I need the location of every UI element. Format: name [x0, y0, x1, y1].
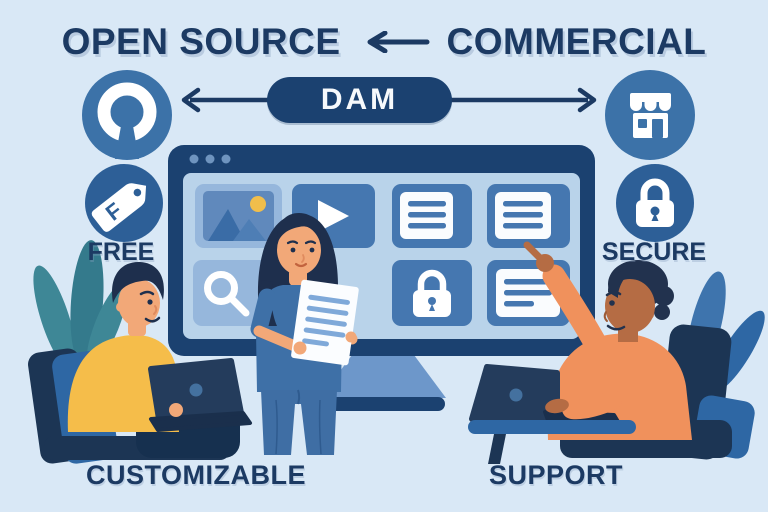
dam-badge-label: DAM	[320, 83, 399, 116]
padlock-icon	[616, 164, 694, 242]
page-title: OPEN SOURCE COMMERCIAL	[0, 21, 768, 63]
title-open-source: OPEN SOURCE	[61, 21, 341, 62]
title-commercial: COMMERCIAL	[446, 21, 707, 62]
support-label: SUPPORT	[488, 460, 624, 490]
price-tag-icon: F	[85, 164, 163, 242]
hand	[293, 341, 307, 355]
tile-search	[193, 260, 275, 326]
woman-holding-document	[250, 213, 359, 455]
man-pointing	[468, 241, 732, 464]
window-dot	[221, 154, 231, 164]
pants	[261, 390, 337, 455]
tile-document	[392, 184, 472, 248]
play-icon	[318, 200, 349, 232]
tile-lock	[392, 260, 472, 326]
window-dot	[205, 154, 215, 164]
sun-icon	[250, 196, 266, 212]
tile-document	[487, 184, 570, 248]
man-with-laptop	[67, 261, 252, 458]
arm	[253, 325, 303, 353]
search-icon	[204, 271, 238, 305]
face	[277, 225, 321, 275]
tile-image-thumbnail	[195, 184, 282, 248]
hand	[169, 403, 183, 417]
storefront-icon	[605, 70, 695, 160]
open-source-icon	[82, 70, 172, 160]
customizable-label: CUSTOMIZABLE	[86, 460, 306, 490]
desk	[468, 420, 636, 434]
window-dot	[189, 154, 199, 164]
lock-icon	[417, 269, 447, 291]
desk-leg	[488, 434, 506, 464]
hair	[112, 261, 164, 303]
dam-badge: DAM	[267, 77, 452, 123]
hand	[345, 331, 357, 343]
raised-arm	[542, 264, 610, 360]
laptop-logo	[509, 388, 523, 402]
monitor-base	[321, 397, 445, 411]
laptop-logo	[189, 383, 203, 397]
document-sheet	[291, 279, 359, 366]
left-arrow-icon	[367, 31, 430, 53]
monitor-stand	[320, 355, 446, 398]
arm	[562, 390, 622, 420]
secure-label: SECURE	[601, 238, 707, 266]
hand	[545, 398, 569, 414]
free-label: FREE	[87, 238, 155, 266]
